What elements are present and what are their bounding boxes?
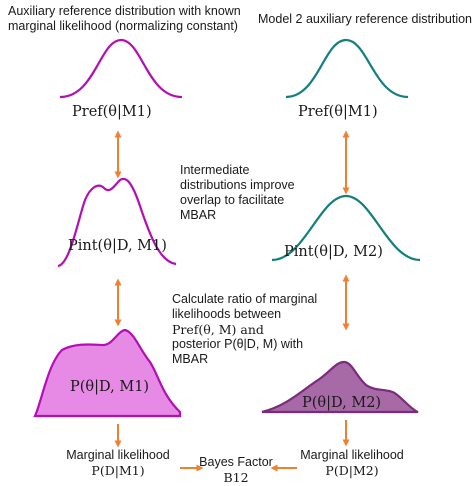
bayes-factor: Bayes Factor B12 xyxy=(196,455,276,485)
left-marginal-formula: P(D|M1) xyxy=(91,463,145,478)
intermediate-note-line: MBAR xyxy=(180,208,217,222)
intermediate-note: Intermediate distributions improve overl… xyxy=(180,163,295,223)
left-reference-gaussian-curve xyxy=(59,38,183,99)
mbar-note-line3: Pref(θ, M) and xyxy=(172,322,264,337)
right-intermediate-gaussian-curve xyxy=(271,194,421,262)
right-intermediate-label: Pint(θ|D, M2) xyxy=(284,244,383,260)
left-intermediate-curve xyxy=(57,177,177,268)
bayes-factor-title: Bayes Factor xyxy=(199,455,273,469)
mbar-ratio-note: Calculate ratio of marginal likelihoods … xyxy=(172,292,317,367)
left-intermediate-label: Pint(θ|D, M1) xyxy=(68,238,167,254)
intermediate-note-line: overlap to facilitate xyxy=(180,193,285,207)
right-marginal-title: Marginal likelihood xyxy=(300,448,404,462)
left-marginal-title: Marginal likelihood xyxy=(66,448,170,462)
right-marginal-likelihood: Marginal likelihood P(D|M2) xyxy=(292,448,412,478)
mbar-note-line4: posterior P(θ|D, M) with xyxy=(172,337,304,351)
mbar-note-line2: likelihoods between xyxy=(172,307,282,321)
left-title-line2: marginal likelihood (normalizing constan… xyxy=(8,19,238,33)
bayes-factor-symbol: B12 xyxy=(223,470,249,485)
right-title: Model 2 auxiliary reference distribution xyxy=(258,12,472,26)
left-reference-label: Pref(θ|M1) xyxy=(72,104,152,120)
right-reference-label: Pref(θ|M1) xyxy=(298,104,378,120)
right-marginal-formula: P(D|M2) xyxy=(325,463,379,478)
intermediate-note-line: Intermediate xyxy=(180,163,250,177)
intermediate-note-line: distributions improve xyxy=(180,178,295,192)
right-posterior-filled-curve xyxy=(261,360,419,414)
left-marginal-likelihood: Marginal likelihood P(D|M1) xyxy=(58,448,178,478)
mbar-note-line1: Calculate ratio of marginal xyxy=(172,292,318,306)
left-title: Auxiliary reference distribution with kn… xyxy=(8,4,241,34)
left-posterior-label: P(θ|D, M1) xyxy=(70,379,150,395)
mbar-note-line5: MBAR xyxy=(172,352,209,366)
left-posterior-filled-curve xyxy=(33,328,182,418)
right-posterior-label: P(θ|D, M2) xyxy=(302,395,382,411)
left-title-line1: Auxiliary reference distribution with kn… xyxy=(8,4,241,18)
right-reference-gaussian-curve xyxy=(285,38,409,99)
